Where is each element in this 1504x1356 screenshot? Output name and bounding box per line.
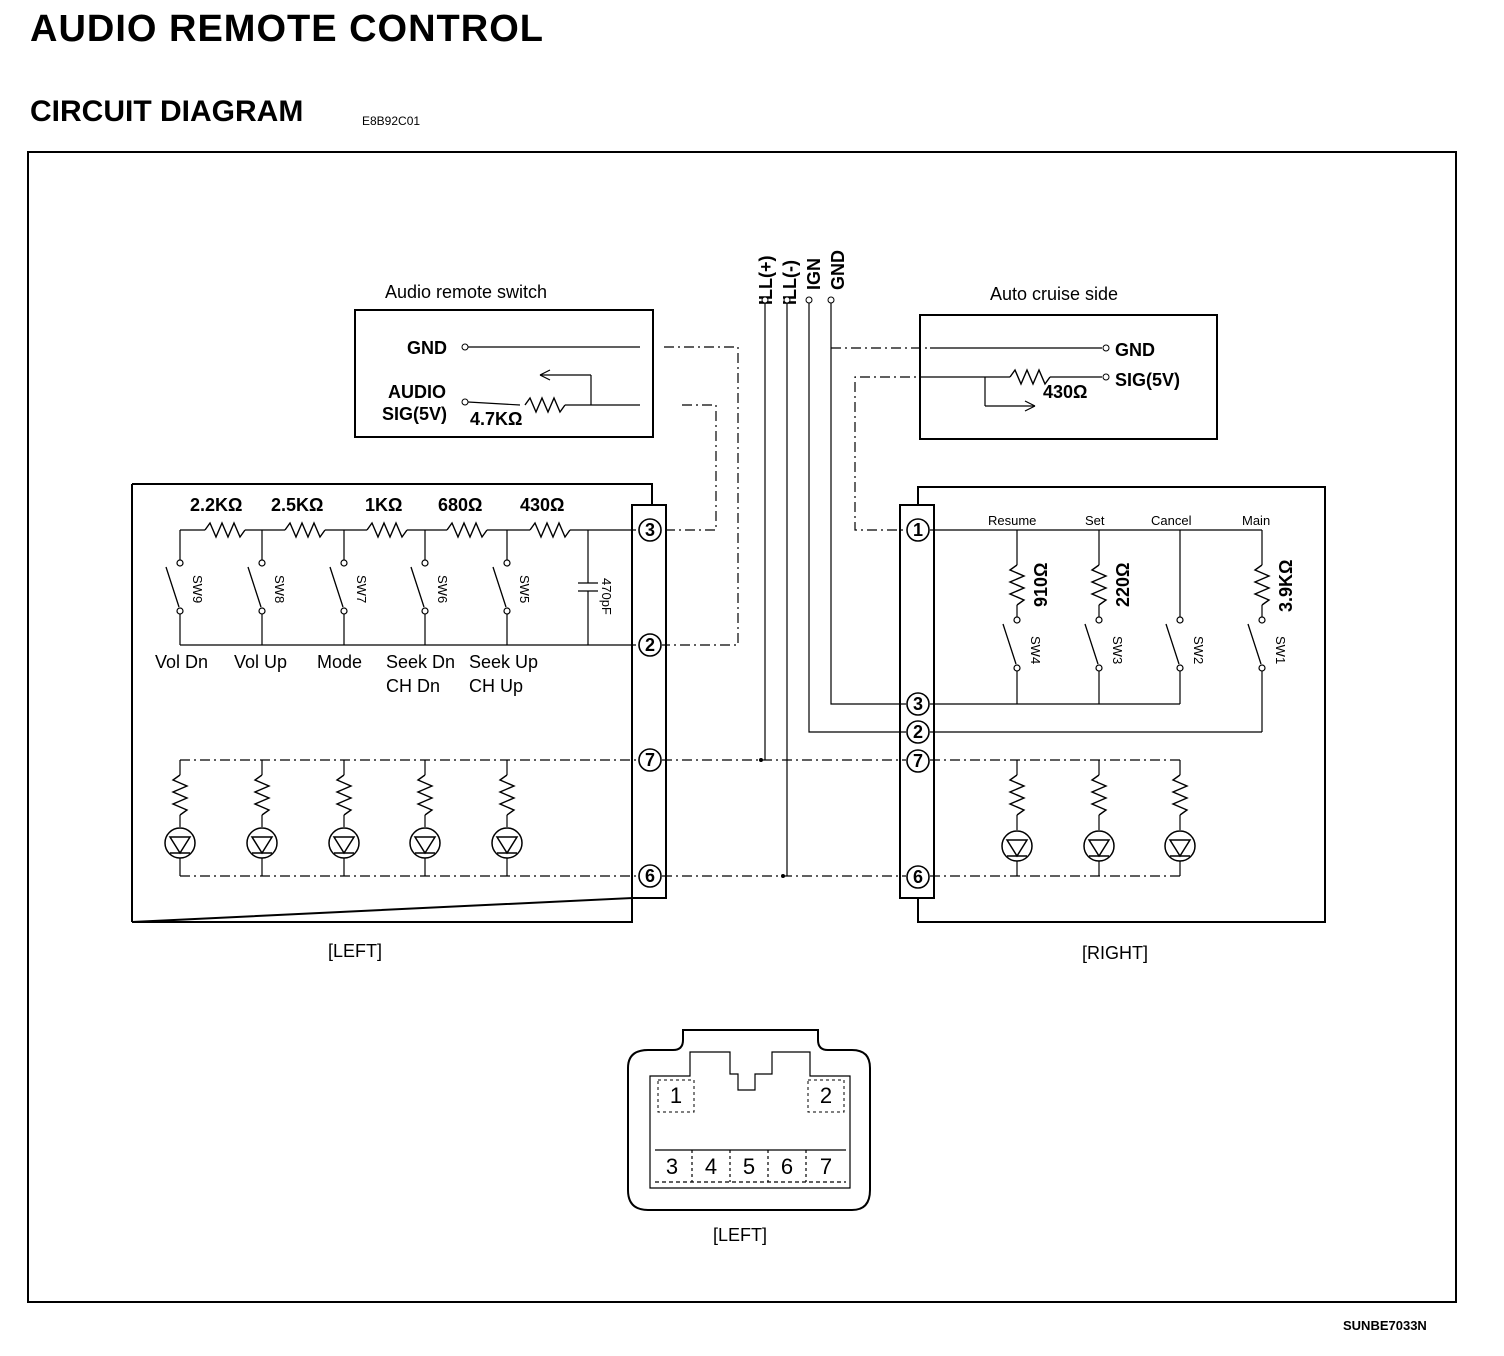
switch-label-sw1: SW1	[1273, 636, 1288, 664]
audio-remote-switch-box: Audio remote switch GND AUDIO SIG(5V) 4.…	[354, 282, 654, 438]
button-label-mode: Mode	[317, 652, 362, 672]
button-label-resume: Resume	[988, 513, 1036, 528]
connector-face-view: 1 2 3 4 5 6 7 [LEFT]	[627, 1029, 871, 1245]
audio-gnd-label: GND	[407, 338, 447, 358]
resistor-label-430: 430Ω	[520, 495, 564, 515]
button-label-seek-dn: Seek Dn	[386, 652, 455, 672]
resistor-label-680: 680Ω	[438, 495, 482, 515]
terminal-gnd-label: GND	[828, 250, 848, 290]
button-label-vol-dn: Vol Dn	[155, 652, 208, 672]
right-pin-2: 2	[906, 720, 930, 744]
auto-cruise-side-box: Auto cruise side GND SIG(5V) 430Ω	[919, 284, 1218, 440]
cruise-gnd-label: GND	[1115, 340, 1155, 360]
terminal-ign-label: IGN	[804, 258, 824, 290]
right-pin-1: 1	[906, 518, 930, 542]
left-pin-3: 3	[638, 518, 662, 542]
connector-label: [LEFT]	[713, 1225, 767, 1245]
switch-label-sw7: SW7	[354, 575, 369, 603]
audio-resistor-label: 4.7KΩ	[470, 409, 522, 429]
section-title: CIRCUIT DIAGRAM	[30, 95, 304, 128]
right-switch-panel: Resume Set Cancel Main 910Ω 220Ω 3.9KΩ S…	[899, 486, 1326, 963]
connector-pin-7: 7	[820, 1154, 832, 1179]
left-pin-6: 6	[638, 864, 662, 888]
resistor-label-3-9k: 3.9KΩ	[1276, 560, 1296, 612]
resistor-label-910: 910Ω	[1031, 563, 1051, 607]
button-label-seek-up: Seek Up	[469, 652, 538, 672]
connector-pin-2: 2	[820, 1083, 832, 1108]
left-led-column-5	[491, 760, 523, 876]
connector-pin-3: 3	[666, 1154, 678, 1179]
switch-label-sw4: SW4	[1028, 636, 1043, 664]
document-code: E8B92C01	[362, 114, 421, 128]
right-panel-label: [RIGHT]	[1082, 943, 1148, 963]
right-led-column-1	[1001, 760, 1033, 876]
connector-pin-1: 1	[670, 1083, 682, 1108]
capacitor-label: 470pF	[599, 578, 614, 615]
top-terminals: ILL(+) ILL(-) IGN GND	[756, 250, 848, 305]
switch-label-sw6: SW6	[435, 575, 450, 603]
left-led-column-4	[409, 760, 441, 876]
resistor-label-220: 220Ω	[1113, 563, 1133, 607]
left-pin-7: 7	[638, 748, 662, 772]
resistor-label-2-5k: 2.5KΩ	[271, 495, 323, 515]
outer-frame	[27, 151, 1457, 1303]
audio-sig-label-1: AUDIO	[388, 382, 446, 402]
right-pin-3: 3	[906, 692, 930, 716]
right-pin-7: 7	[906, 749, 930, 773]
svg-text:3: 3	[645, 520, 655, 540]
button-label-set: Set	[1085, 513, 1105, 528]
connector-pin-4: 4	[705, 1154, 717, 1179]
switch-label-sw8: SW8	[272, 575, 287, 603]
terminal-ill-plus-label: ILL(+)	[756, 256, 776, 306]
switch-label-sw3: SW3	[1110, 636, 1125, 664]
svg-text:7: 7	[645, 750, 655, 770]
terminal-ill-minus-label: ILL(-)	[780, 260, 800, 305]
left-switch-panel: 2.2KΩ 2.5KΩ 1KΩ 680Ω 430Ω SW9 SW8 SW7 SW…	[131, 483, 667, 961]
left-led-column-3	[328, 760, 360, 876]
interconnect-wiring	[662, 303, 930, 878]
button-label-cancel: Cancel	[1151, 513, 1192, 528]
connector-pin-6: 6	[781, 1154, 793, 1179]
svg-text:2: 2	[645, 635, 655, 655]
switch-label-sw2: SW2	[1191, 636, 1206, 664]
audio-sig-label-2: SIG(5V)	[382, 404, 447, 424]
svg-text:6: 6	[913, 867, 923, 887]
auto-cruise-side-title: Auto cruise side	[990, 284, 1118, 304]
left-panel-label: [LEFT]	[328, 941, 382, 961]
left-led-column-2	[246, 760, 278, 876]
button-label-main: Main	[1242, 513, 1270, 528]
switch-label-sw5: SW5	[517, 575, 532, 603]
button-label-ch-dn: CH Dn	[386, 676, 440, 696]
right-led-column-2	[1083, 760, 1115, 876]
button-label-vol-up: Vol Up	[234, 652, 287, 672]
audio-remote-switch-title: Audio remote switch	[385, 282, 547, 302]
svg-text:3: 3	[913, 694, 923, 714]
left-connector-strip	[631, 504, 667, 899]
right-pin-6: 6	[906, 865, 930, 889]
left-pin-2: 2	[638, 633, 662, 657]
right-connector-strip	[899, 504, 935, 899]
svg-text:1: 1	[913, 520, 923, 540]
connector-pin-5: 5	[743, 1154, 755, 1179]
cruise-sig-label: SIG(5V)	[1115, 370, 1180, 390]
left-led-column-1	[164, 760, 196, 876]
figure-code: SUNBE7033N	[1343, 1318, 1427, 1333]
switch-label-sw9: SW9	[190, 575, 205, 603]
resistor-label-1k: 1KΩ	[365, 495, 402, 515]
cruise-resistor-label: 430Ω	[1043, 382, 1087, 402]
svg-text:6: 6	[645, 866, 655, 886]
right-led-column-3	[1164, 760, 1196, 876]
svg-text:2: 2	[913, 722, 923, 742]
svg-text:7: 7	[913, 751, 923, 771]
page-title: AUDIO REMOTE CONTROL	[30, 8, 544, 50]
button-label-ch-up: CH Up	[469, 676, 523, 696]
resistor-label-2-2k: 2.2KΩ	[190, 495, 242, 515]
